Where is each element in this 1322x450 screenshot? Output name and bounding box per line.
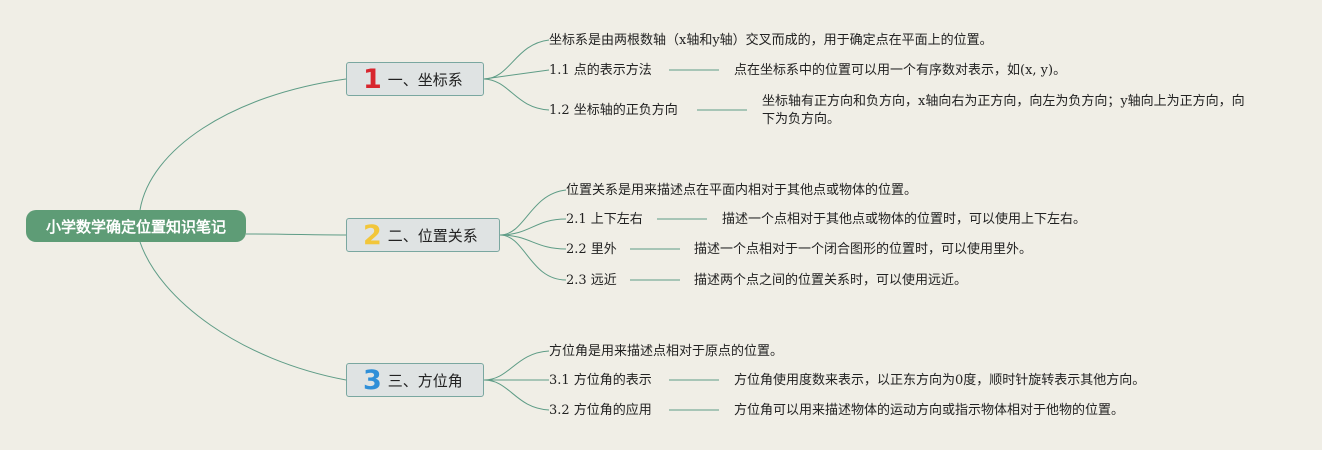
item-1-2-desc: 坐标轴有正方向和负方向，x轴向右为正方向，向左为负方向；y轴向上为正方向，向下为…	[762, 94, 1245, 127]
connector-line	[499, 189, 567, 236]
item-2-3-label: 2.3 远近	[566, 273, 617, 288]
number-badge-2: 2	[363, 219, 382, 251]
item-2-3-desc: 描述两个点之间的位置关系时，可以使用远近。	[694, 273, 968, 288]
item-2-1-label: 2.1 上下左右	[566, 212, 643, 227]
branch-position-relation[interactable]: 2 二、位置关系	[346, 218, 500, 252]
number-badge-1: 1	[363, 63, 382, 95]
branch-2-intro: 位置关系是用来描述点在平面内相对于其他点或物体的位置。	[566, 183, 918, 198]
root-label: 小学数学确定位置知识笔记	[45, 217, 226, 236]
connector-line	[245, 233, 347, 236]
branch-1-intro: 坐标系是由两根数轴（x轴和y轴）交叉而成的，用于确定点在平面上的位置。	[549, 33, 993, 48]
item-1-1-desc: 点在坐标系中的位置可以用一个有序数对表示，如(x, y)。	[734, 63, 1067, 78]
item-3-2-label: 3.2 方位角的应用	[549, 403, 652, 418]
connector-line	[139, 78, 347, 211]
connector-line	[483, 379, 550, 411]
branch-label: 一、坐标系	[387, 70, 463, 89]
item-1-2-label: 1.2 坐标轴的正负方向	[549, 103, 678, 118]
item-1-1-label: 1.1 点的表示方法	[549, 63, 652, 78]
branch-azimuth[interactable]: 3 三、方位角	[346, 363, 484, 397]
item-2-1-desc: 描述一个点相对于其他点或物体的位置时，可以使用上下左右。	[722, 212, 1087, 227]
connector-line	[499, 234, 567, 281]
root-node[interactable]: 小学数学确定位置知识笔记	[26, 210, 246, 242]
item-3-1-label: 3.1 方位角的表示	[549, 373, 652, 388]
branch-label: 二、位置关系	[387, 226, 478, 245]
number-badge-3: 3	[363, 364, 382, 396]
connector-line	[483, 39, 550, 80]
item-2-2-desc: 描述一个点相对于一个闭合图形的位置时，可以使用里外。	[694, 242, 1033, 257]
branch-3-intro: 方位角是用来描述点相对于原点的位置。	[549, 344, 784, 359]
item-3-1-desc: 方位角使用度数来表示，以正东方向为0度，顺时针旋转表示其他方向。	[734, 373, 1146, 388]
connector-line	[499, 234, 567, 250]
branch-label: 三、方位角	[387, 371, 463, 390]
connector-line	[499, 218, 567, 236]
connector-line	[139, 241, 347, 381]
connector-line	[483, 350, 550, 381]
branch-coordinate-system[interactable]: 1 一、坐标系	[346, 62, 484, 96]
item-3-2-desc: 方位角可以用来描述物体的运动方向或指示物体相对于他物的位置。	[734, 403, 1125, 418]
connector-line	[483, 69, 550, 80]
connector-line	[483, 78, 550, 111]
item-2-2-label: 2.2 里外	[566, 242, 617, 257]
